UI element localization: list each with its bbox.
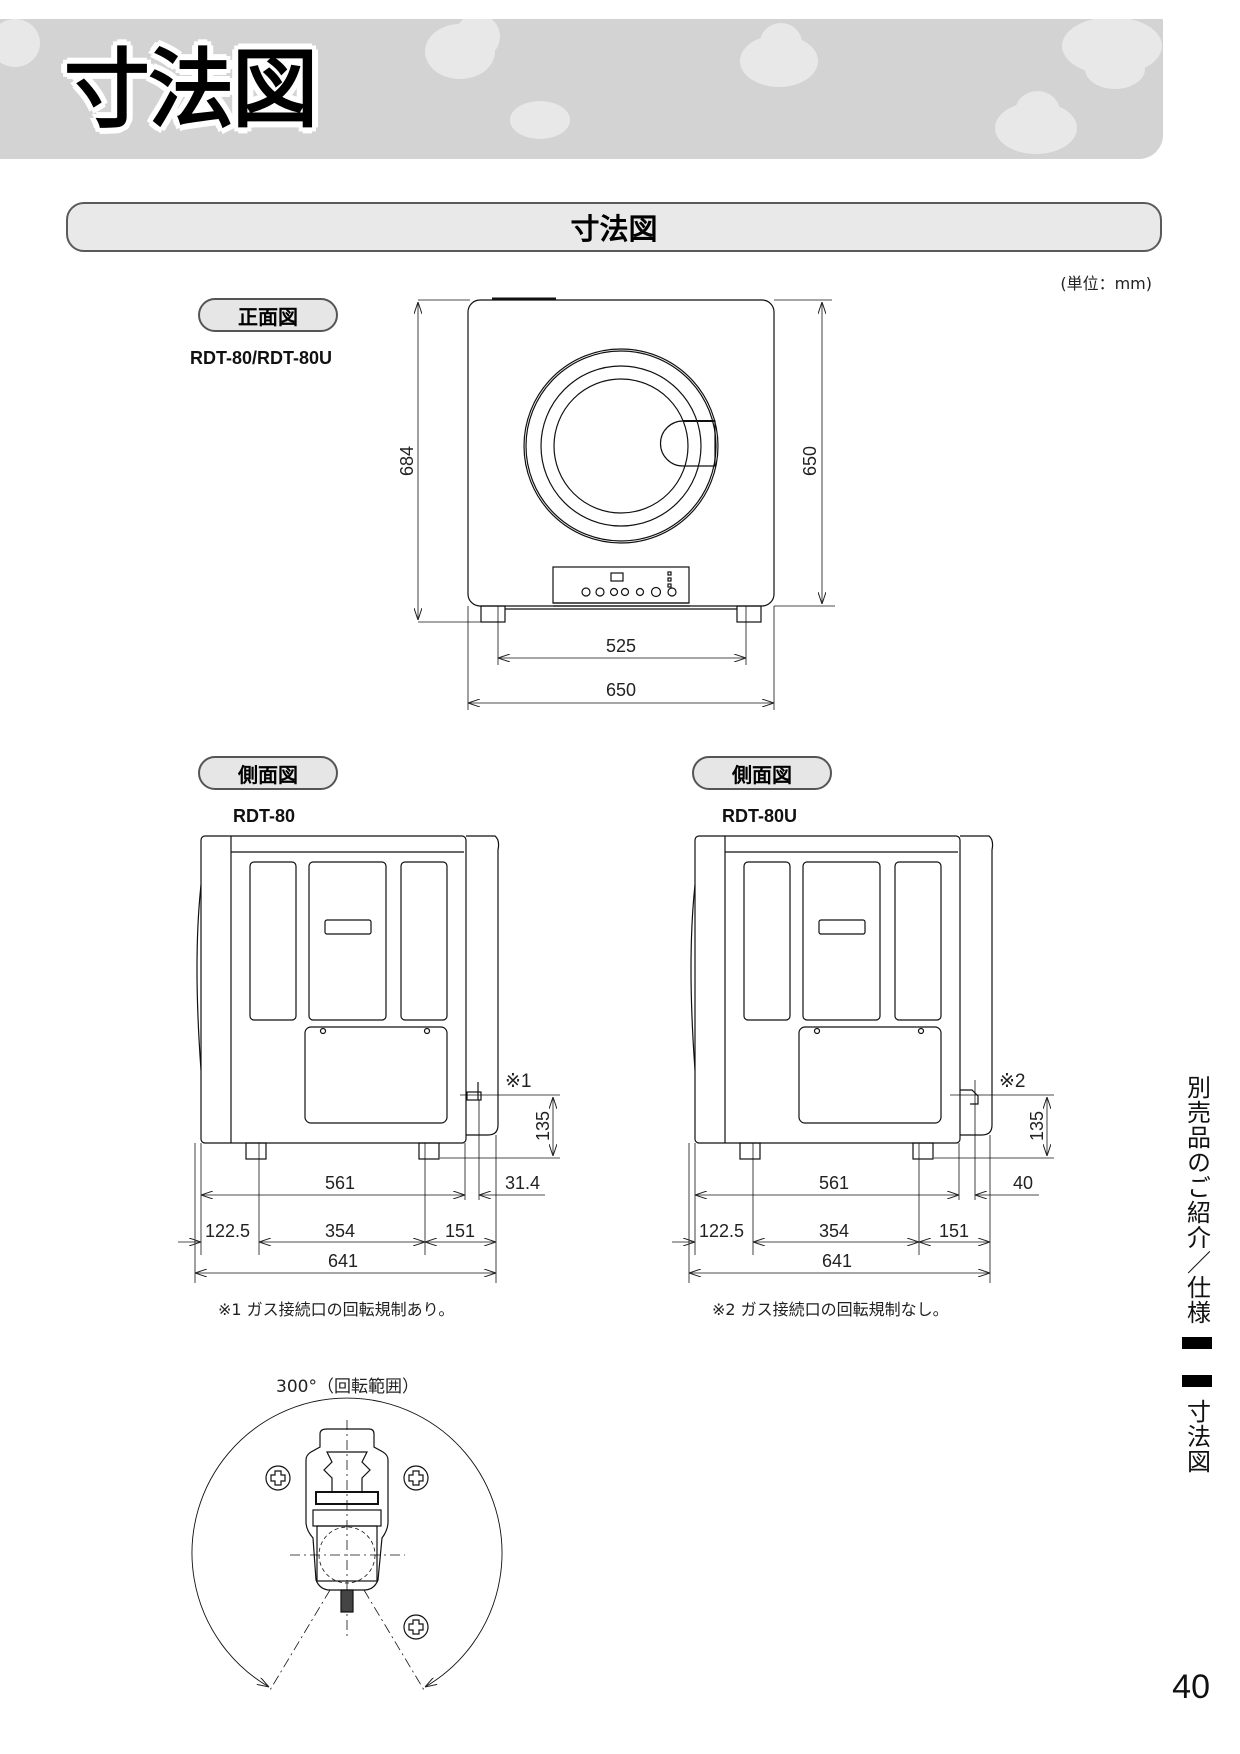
header-band (0, 19, 1163, 159)
footnote-1: ※1 ガス接続口の回転規制あり。 (218, 1300, 455, 1319)
dim-front-body-height: 650 (800, 445, 821, 477)
dim-front-total-height: 684 (397, 445, 418, 477)
gas-connector-rotation-diagram (191, 1397, 503, 1691)
side-tab-section[interactable]: 別売品のご紹介／仕様 (1182, 1075, 1211, 1325)
cloud-decoration (455, 19, 500, 59)
gas-marker-2: ※2 (999, 1071, 1026, 1092)
cloud-decoration (1015, 91, 1060, 133)
unit-note: (単位：mm) (1060, 274, 1152, 293)
control-knobs (581, 571, 677, 598)
cloud-decoration (0, 19, 40, 67)
page-number: 40 (1172, 1668, 1210, 1706)
side-view-model-rdt80: RDT-80 (233, 806, 296, 826)
side-tab[interactable]: 別売品のご紹介／仕様 寸法図 (1182, 1075, 1212, 1474)
dim-side1-total-depth: 641 (328, 1251, 359, 1271)
side-view-rdt80-drawing (178, 835, 560, 1283)
side-tab-page[interactable]: 寸法図 (1182, 1399, 1211, 1474)
gas-marker-1: ※1 (505, 1071, 532, 1092)
front-view-drawing (418, 297, 835, 710)
side-tab-marker (1182, 1337, 1212, 1349)
dim-side1-gas-height: 135 (533, 1110, 554, 1142)
front-view-model: RDT-80/RDT-80U (190, 348, 333, 368)
screw-icon (403, 1614, 429, 1640)
side-view-label-rdt80: 側面図 (198, 756, 338, 790)
dim-front-width: 650 (606, 680, 637, 700)
front-view-label: 正面図 (198, 298, 338, 332)
dim-side2-gas-offset: 40 (1013, 1173, 1034, 1193)
dim-side2-front-to-leg: 122.5 (699, 1221, 745, 1241)
cloud-decoration (510, 101, 570, 139)
dim-side2-total-depth: 641 (822, 1251, 853, 1271)
dim-side2-leg-to-back: 151 (939, 1221, 970, 1241)
dim-side1-leg-span: 354 (325, 1221, 356, 1241)
dim-side2-leg-span: 354 (819, 1221, 850, 1241)
screw-icon (403, 1465, 429, 1491)
dim-side1-front-to-leg: 122.5 (205, 1221, 251, 1241)
dim-side1-gas-offset: 31.4 (505, 1173, 541, 1193)
rotation-caption: 300°（回転範囲） (276, 1377, 419, 1397)
side-view-rdt80u-drawing (672, 835, 1054, 1283)
cloud-decoration (1085, 49, 1145, 89)
cloud-decoration (760, 23, 802, 63)
screw-icon (265, 1465, 291, 1491)
footnote-2: ※2 ガス接続口の回転規制なし。 (712, 1300, 949, 1319)
section-title-bar: 寸法図 (66, 202, 1162, 252)
side-view-label-rdt80u: 側面図 (692, 756, 832, 790)
section-title: 寸法図 (570, 212, 658, 246)
dim-front-leg-span: 525 (606, 636, 637, 656)
page-title: 寸法図 (64, 40, 318, 140)
dim-side2-gas-height: 135 (1027, 1110, 1048, 1142)
side-view-model-rdt80u: RDT-80U (722, 806, 798, 826)
dim-side2-body-depth: 561 (819, 1173, 850, 1193)
dim-side1-body-depth: 561 (325, 1173, 356, 1193)
side-tab-marker (1182, 1375, 1212, 1387)
dim-side1-leg-to-back: 151 (445, 1221, 476, 1241)
